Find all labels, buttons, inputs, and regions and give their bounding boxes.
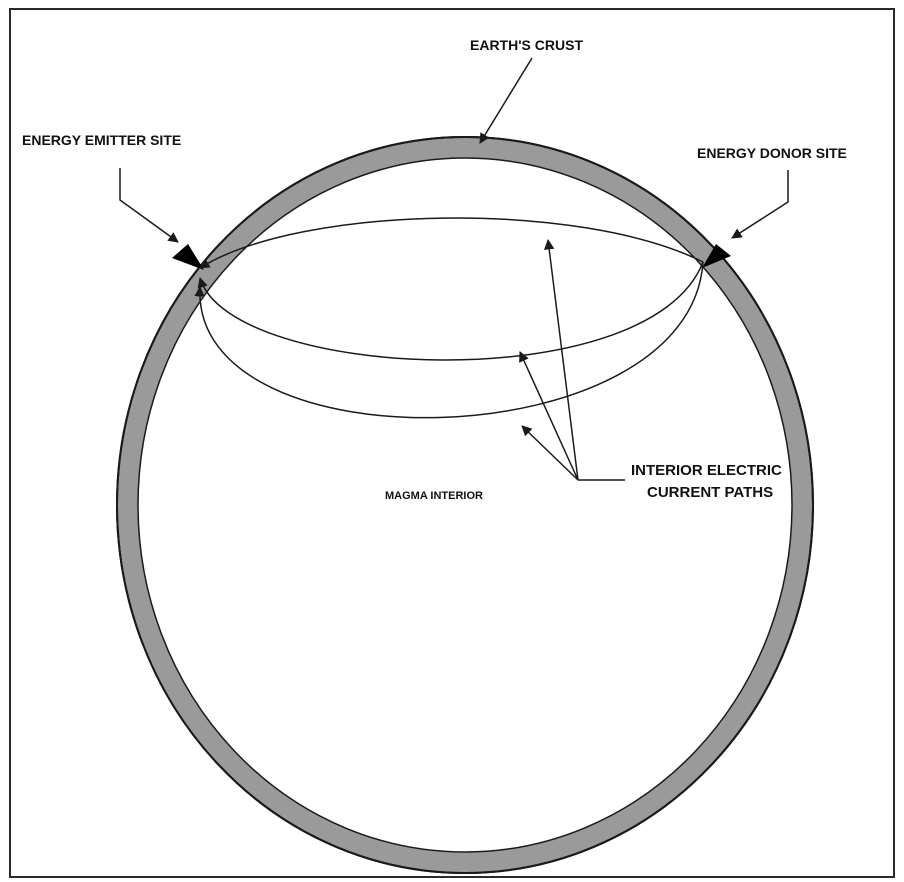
donor-leader-arrow <box>732 170 788 238</box>
donor-site-label: ENERGY DONOR SITE <box>697 145 847 161</box>
emitter-leader-arrow <box>120 168 178 242</box>
emitter-site-marker <box>172 244 204 270</box>
emitter-site-label: ENERGY EMITTER SITE <box>22 132 181 148</box>
magma-interior <box>138 158 792 852</box>
current-paths-label-line1: INTERIOR ELECTRIC <box>631 462 782 479</box>
crust-label: EARTH'S CRUST <box>470 37 583 53</box>
magma-interior-label: MAGMA INTERIOR <box>385 490 483 502</box>
current-paths-label-line2: CURRENT PATHS <box>647 484 773 501</box>
crust-leader-arrow <box>480 58 532 143</box>
